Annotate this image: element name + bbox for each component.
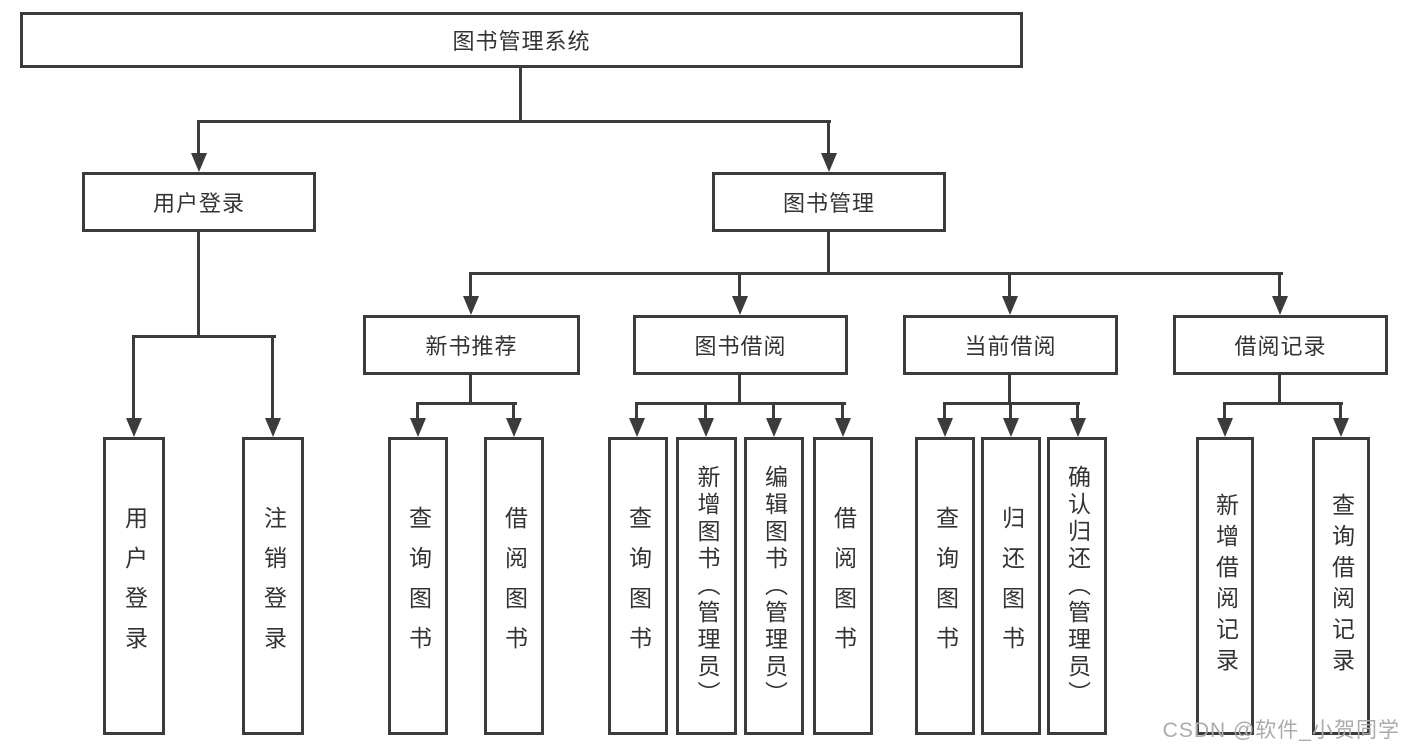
node-leaf-query-borrow-record-label: 查询借阅记录 (1328, 493, 1355, 679)
connector-borrowing-records-drop-1 (1223, 402, 1226, 419)
node-leaf-edit-books-admin: 编辑图书（管理员） (744, 437, 804, 735)
node-book-management-label: 图书管理 (782, 191, 875, 216)
connector-new-book-recommend-drop-1 (416, 402, 419, 419)
connector-book-borrowing-drop-1 (635, 402, 638, 419)
connector-borrowing-records-bar (1223, 402, 1343, 405)
node-current-borrowing: 当前借阅 (903, 315, 1118, 375)
node-user-login-label: 用户登录 (152, 191, 245, 216)
node-leaf-query-books-recommend: 查询图书 (388, 437, 448, 735)
connector-root-drop-right (827, 120, 830, 154)
connector-user-login-stub (197, 232, 200, 335)
node-book-management: 图书管理 (712, 172, 946, 232)
arrowhead-down-icon (126, 418, 142, 437)
connector-new-book-recommend-stub (469, 375, 472, 402)
arrowhead-down-icon (191, 153, 207, 172)
arrowhead-down-icon (1070, 418, 1086, 437)
node-leaf-add-books-admin-label: 新增图书（管理员） (694, 464, 720, 708)
node-new-book-recommend-label: 新书推荐 (425, 334, 518, 359)
node-leaf-query-books-current-label: 查询图书 (932, 506, 959, 666)
node-leaf-user-login-label: 用户登录 (121, 506, 148, 666)
connector-book-management-drop-2 (738, 272, 741, 297)
connector-book-borrowing-drop-4 (841, 402, 844, 419)
arrowhead-down-icon (1003, 418, 1019, 437)
arrowhead-down-icon (835, 418, 851, 437)
connector-book-borrowing-bar (635, 402, 846, 405)
node-borrowing-records-label: 借阅记录 (1234, 334, 1327, 359)
connector-current-borrowing-stub (1008, 375, 1011, 402)
connector-new-book-recommend-bar (416, 402, 517, 405)
watermark: CSDN @软件_小贺同学 (1162, 719, 1400, 742)
connector-current-borrowing-drop-3 (1076, 402, 1079, 419)
arrowhead-down-icon (463, 296, 479, 315)
arrowhead-down-icon (732, 296, 748, 315)
node-leaf-query-borrow-record: 查询借阅记录 (1312, 437, 1370, 735)
arrowhead-down-icon (1002, 296, 1018, 315)
connector-current-borrowing-drop-2 (1009, 402, 1012, 419)
arrowhead-down-icon (698, 418, 714, 437)
connector-book-management-drop-4 (1278, 272, 1281, 297)
arrowhead-down-icon (410, 418, 426, 437)
connector-book-borrowing-drop-2 (704, 402, 707, 419)
connector-user-login-drop-1 (132, 335, 135, 419)
connector-book-management-drop-1 (469, 272, 472, 297)
arrowhead-down-icon (937, 418, 953, 437)
connector-root-bar (197, 120, 831, 123)
node-leaf-query-books-borrowing: 查询图书 (608, 437, 668, 735)
connector-root-stub (519, 68, 522, 120)
arrowhead-down-icon (506, 418, 522, 437)
arrowhead-down-icon (629, 418, 645, 437)
node-user-login: 用户登录 (82, 172, 316, 232)
node-new-book-recommend: 新书推荐 (363, 315, 580, 375)
arrowhead-down-icon (1272, 296, 1288, 315)
node-leaf-user-login: 用户登录 (103, 437, 165, 735)
arrowhead-down-icon (265, 418, 281, 437)
node-leaf-add-books-admin: 新增图书（管理员） (676, 437, 737, 735)
node-leaf-query-books-borrowing-label: 查询图书 (625, 506, 652, 666)
connector-current-borrowing-drop-1 (943, 402, 946, 419)
arrowhead-down-icon (1217, 418, 1233, 437)
node-leaf-borrow-books-borrowing: 借阅图书 (813, 437, 873, 735)
connector-new-book-recommend-drop-2 (512, 402, 515, 419)
arrowhead-down-icon (1333, 418, 1349, 437)
connector-book-borrowing-drop-3 (772, 402, 775, 419)
node-leaf-confirm-return-admin: 确认归还（管理员） (1047, 437, 1107, 735)
node-leaf-borrow-books-recommend-label: 借阅图书 (501, 506, 528, 666)
arrowhead-down-icon (766, 418, 782, 437)
node-leaf-query-books-current: 查询图书 (915, 437, 975, 735)
node-root-label: 图书管理系统 (452, 29, 591, 54)
connector-user-login-drop-2 (271, 335, 274, 419)
node-leaf-logout: 注销登录 (242, 437, 304, 735)
node-leaf-return-books: 归还图书 (981, 437, 1041, 735)
node-leaf-confirm-return-admin-label: 确认归还（管理员） (1064, 464, 1091, 708)
node-leaf-add-borrow-record: 新增借阅记录 (1196, 437, 1254, 735)
connector-user-login-bar (132, 335, 276, 338)
node-leaf-edit-books-admin-label: 编辑图书（管理员） (761, 464, 788, 708)
node-book-borrowing: 图书借阅 (633, 315, 848, 375)
connector-root-drop-left (197, 120, 200, 154)
connector-book-management-bar (469, 272, 1283, 275)
node-current-borrowing-label: 当前借阅 (964, 334, 1057, 359)
connector-book-management-drop-3 (1008, 272, 1011, 297)
connector-book-management-stub (827, 232, 830, 272)
node-leaf-borrow-books-recommend: 借阅图书 (484, 437, 544, 735)
node-leaf-logout-label: 注销登录 (260, 506, 287, 666)
connector-borrowing-records-drop-2 (1339, 402, 1342, 419)
node-leaf-return-books-label: 归还图书 (998, 506, 1025, 666)
node-root: 图书管理系统 (20, 12, 1023, 68)
arrowhead-down-icon (821, 153, 837, 172)
node-borrowing-records: 借阅记录 (1173, 315, 1388, 375)
node-leaf-borrow-books-borrowing-label: 借阅图书 (830, 506, 857, 666)
node-leaf-add-borrow-record-label: 新增借阅记录 (1212, 493, 1239, 679)
node-book-borrowing-label: 图书借阅 (694, 334, 787, 359)
connector-book-borrowing-stub (738, 375, 741, 402)
connector-borrowing-records-stub (1278, 375, 1281, 402)
node-leaf-query-books-recommend-label: 查询图书 (405, 506, 432, 666)
